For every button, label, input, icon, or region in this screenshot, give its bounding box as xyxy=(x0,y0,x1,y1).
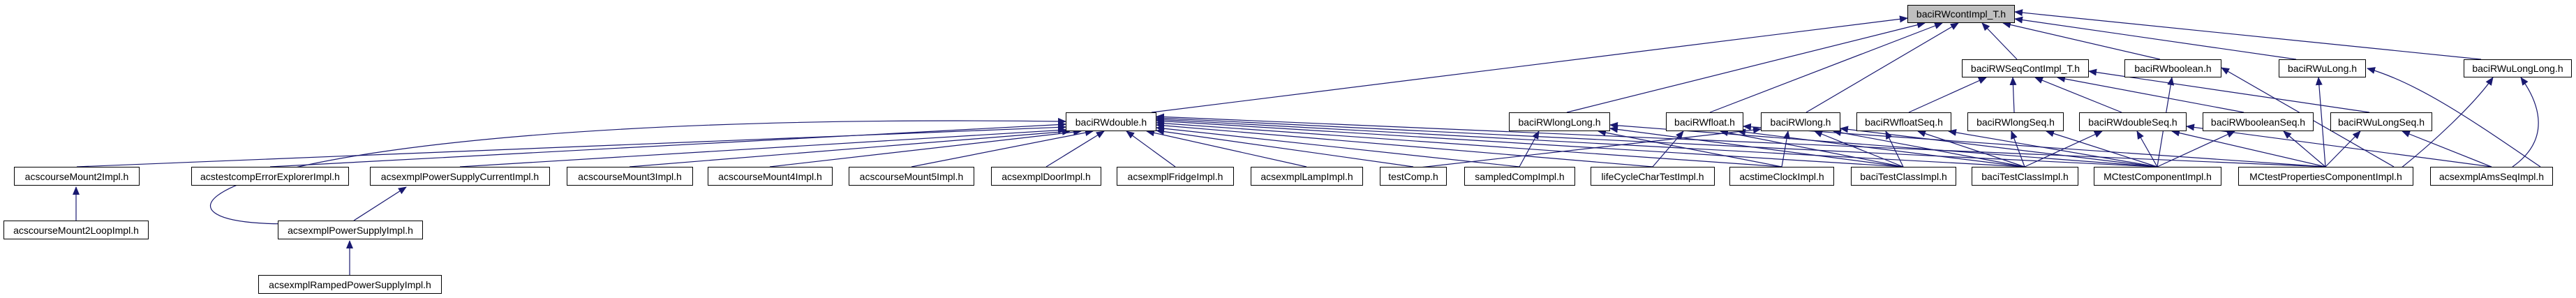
edge-mount2-to-double xyxy=(76,124,1066,167)
edge-mcComp-to-floatSeq xyxy=(1948,128,2158,167)
edge-sampledComp-to-double xyxy=(1156,125,1520,167)
edge-uLongSeq-to-seqContImpl xyxy=(2088,68,2370,113)
graph-node-sampledComp[interactable]: sampledCompImpl.h xyxy=(1464,167,1575,186)
edge-long-to-contImpl xyxy=(1806,22,1959,113)
edge-psCurrent-to-double xyxy=(459,126,1066,167)
graph-node-errorExplorer[interactable]: acstestcompErrorExplorerImpl.h xyxy=(191,167,349,186)
graph-node-testComp[interactable]: testComp.h xyxy=(1380,167,1447,186)
edge-double-to-contImpl xyxy=(1151,15,1908,113)
edge-lamp-to-double xyxy=(1146,129,1307,167)
edge-testComp-to-long xyxy=(1413,126,1762,169)
edge-doubleSeq-to-seqContImpl xyxy=(2034,77,2122,113)
graph-node-amsSeq[interactable]: acsexmplAmsSeqImpl.h xyxy=(2430,167,2553,186)
edge-mcComp-to-booleanSeq xyxy=(2157,131,2235,167)
graph-node-mount2[interactable]: acscourseMount2Impl.h xyxy=(14,167,140,186)
edge-testClass1-to-longLong xyxy=(1609,126,1904,167)
edge-testClass1-to-floatSeq xyxy=(1885,131,1904,167)
edge-mcProps-to-uLong xyxy=(2315,77,2326,167)
edge-sampledComp-to-longLong xyxy=(1519,131,1540,167)
graph-node-seqContImpl[interactable]: baciRWSeqContImpl_T.h xyxy=(1962,59,2089,77)
graph-node-floatSeq[interactable]: baciRWfloatSeq.h xyxy=(1856,112,1951,131)
edge-float-to-contImpl xyxy=(1709,22,1943,113)
graph-node-doubleSeq[interactable]: baciRWdoubleSeq.h xyxy=(2079,112,2187,131)
edge-fridge-to-double xyxy=(1126,131,1176,167)
edge-mcProps-to-uLongSeq xyxy=(2325,131,2361,167)
edge-uLong-to-contImpl xyxy=(2014,16,2297,60)
graph-node-uLong[interactable]: baciRWuLong.h xyxy=(2279,59,2366,77)
edge-clock-to-long xyxy=(1781,131,1791,167)
graph-node-testClass1[interactable]: baciTestClassImpl.h xyxy=(1851,167,1956,186)
edge-clock-to-double xyxy=(1156,119,1782,167)
edge-lifeCycle-to-double xyxy=(1156,121,1653,167)
edge-floatSeq-to-seqContImpl xyxy=(1908,77,1987,113)
edge-amsSeq-to-doubleSeq xyxy=(2186,124,2492,167)
graph-node-mount3[interactable]: acscourseMount3Impl.h xyxy=(567,167,693,186)
graph-node-door[interactable]: acsexmplDoorImpl.h xyxy=(991,167,1101,186)
edge-uLongLong-to-contImpl xyxy=(2014,9,2482,60)
graph-node-longLong[interactable]: baciRWlongLong.h xyxy=(1509,112,1610,131)
edge-boolean-to-contImpl xyxy=(2002,21,2161,60)
edge-amsSeq-to-uLongSeq xyxy=(2402,131,2492,167)
graph-node-testClass2[interactable]: baciTestClassImpl.h xyxy=(1972,167,2078,186)
graph-node-psImpl[interactable]: acsexmplPowerSupplyImpl.h xyxy=(278,221,423,239)
edge-testClass2-to-doubleSeq xyxy=(2024,131,2103,167)
graph-node-uLongLong[interactable]: baciRWuLongLong.h xyxy=(2464,59,2572,77)
graph-node-float[interactable]: baciRWfloat.h xyxy=(1666,112,1743,131)
graph-node-clock[interactable]: acstimeClockImpl.h xyxy=(1729,167,1834,186)
graph-node-mcComp[interactable]: MCtestComponentImpl.h xyxy=(2094,167,2221,186)
edge-amsSeq-to-uLongLong xyxy=(2512,77,2539,167)
edge-testClass2-to-longSeq xyxy=(2011,131,2025,167)
edge-testClass2-to-double xyxy=(1156,116,2025,167)
edge-testClass2-to-long xyxy=(1833,129,2025,167)
graph-node-contImpl[interactable]: baciRWcontImpl_T.h xyxy=(1907,5,2015,23)
graph-node-lamp[interactable]: acsexmplLampImpl.h xyxy=(1251,167,1363,186)
graph-node-mcProps[interactable]: MCtestPropertiesComponentImpl.h xyxy=(2238,167,2413,186)
edge-seqContImpl-to-contImpl xyxy=(1981,22,2018,60)
graph-node-lifeCycle[interactable]: lifeCycleCharTestImpl.h xyxy=(1591,167,1715,186)
edge-mcProps-to-booleanSeq xyxy=(2283,131,2326,167)
edge-mcComp-to-doubleSeq xyxy=(2136,131,2158,167)
edge-testClass1-to-float xyxy=(1720,129,1904,167)
edge-mcProps-to-uLongLong xyxy=(2400,77,2494,169)
graph-node-booleanSeq[interactable]: baciRWbooleanSeq.h xyxy=(2203,112,2314,131)
edge-testClass1-to-double xyxy=(1156,117,1904,167)
edge-mcComp-to-longLong xyxy=(1609,121,2158,167)
edge-psImpl-to-psCurrent xyxy=(353,186,407,221)
edge-testClass2-to-floatSeq xyxy=(1917,130,2025,167)
edge-testComp-to-double xyxy=(1156,128,1414,167)
edge-mount3-to-double xyxy=(629,128,1071,167)
edge-lifeCycle-to-float xyxy=(1652,131,1684,167)
graph-node-uLongSeq[interactable]: baciRWuLongSeq.h xyxy=(2330,112,2432,131)
graph-node-double[interactable]: baciRWdouble.h xyxy=(1066,112,1156,131)
edge-mount4-to-double xyxy=(769,128,1082,167)
graph-node-long[interactable]: baciRWlong.h xyxy=(1761,112,1840,131)
graph-node-boolean[interactable]: baciRWboolean.h xyxy=(2124,59,2221,77)
edge-longLong-to-contImpl xyxy=(1566,21,1926,113)
edge-longSeq-to-seqContImpl xyxy=(2009,77,2017,113)
edge-clock-to-longLong xyxy=(1598,129,1782,167)
graph-node-rampedPs[interactable]: acsexmplRampedPowerSupplyImpl.h xyxy=(258,275,442,294)
graph-node-longSeq[interactable]: baciRWlongSeq.h xyxy=(1967,112,2064,131)
edge-mcProps-to-doubleSeq xyxy=(2171,129,2326,167)
edge-mcComp-to-longSeq xyxy=(2046,130,2158,167)
graph-node-fridge[interactable]: acsexmplFridgeImpl.h xyxy=(1117,167,1234,186)
graph-node-psCurrent[interactable]: acsexmplPowerSupplyCurrentImpl.h xyxy=(370,167,550,186)
edge-mount5-to-double xyxy=(911,129,1094,167)
edge-door-to-double xyxy=(1045,131,1105,167)
graph-node-mount5[interactable]: acscourseMount5Impl.h xyxy=(849,167,974,186)
graph-node-mount4[interactable]: acscourseMount4Impl.h xyxy=(708,167,833,186)
edge-errorExplorer-to-double xyxy=(269,121,1066,167)
graph-node-mount2Loop[interactable]: acscourseMount2LoopImpl.h xyxy=(3,221,149,239)
edge-testClass1-to-long xyxy=(1814,131,1904,167)
edge-booleanSeq-to-seqContImpl xyxy=(2057,75,2244,113)
edge-mcComp-to-long xyxy=(1840,126,2158,167)
edge-amsSeq-to-uLong xyxy=(2367,67,2541,167)
